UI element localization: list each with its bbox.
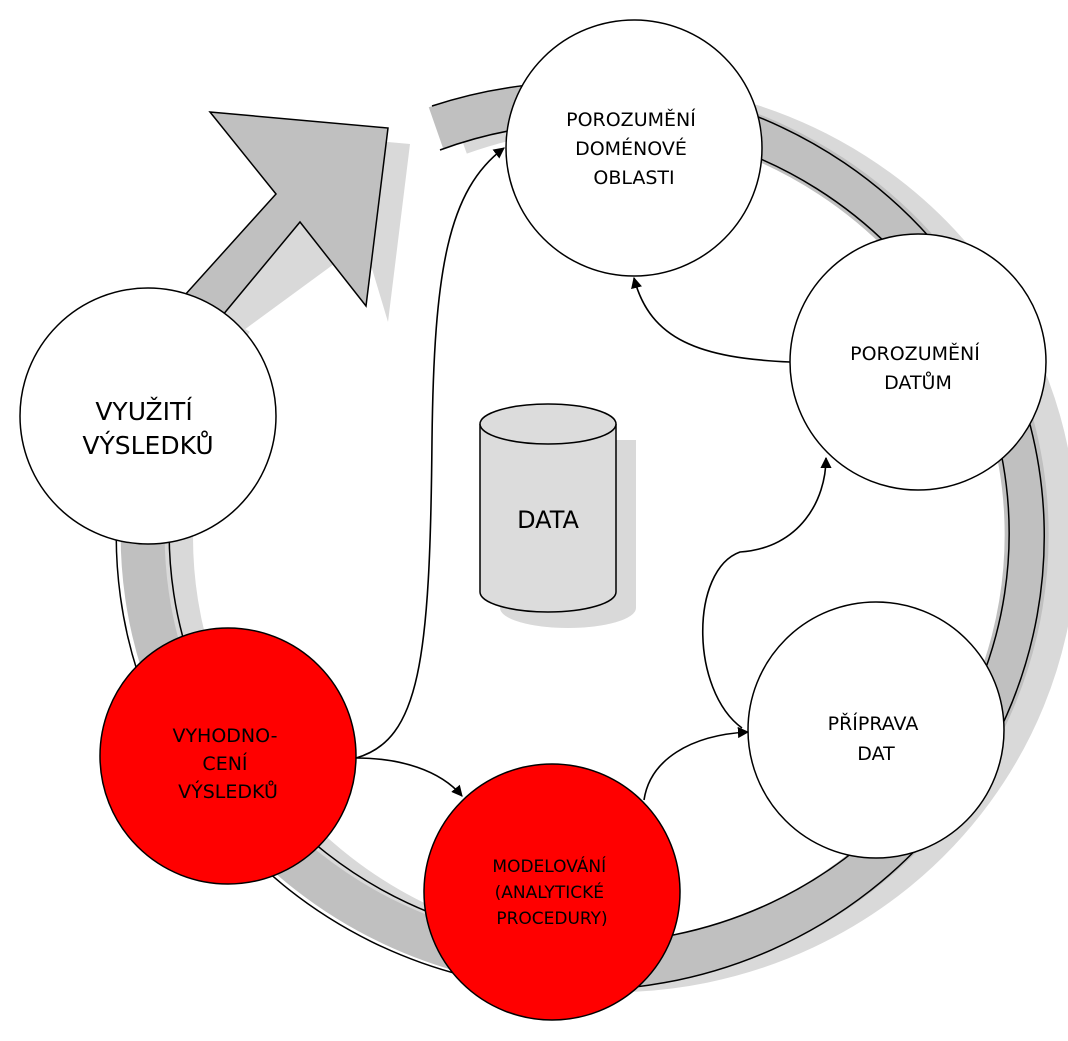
svg-text:POROZUMĚNÍ DOMÉNOVÉ: POROZUMĚNÍ DOMÉNOVÉ OBLASTI bbox=[566, 108, 702, 189]
svg-text:VYUŽITÍ VÝSLEDKŮ: VYUŽITÍ VÝSLEDKŮ bbox=[82, 397, 213, 460]
stage-label-line: CENÍ bbox=[202, 752, 247, 775]
stage-label-line: VYHODNO- bbox=[172, 725, 277, 747]
stage-data-understanding: POROZUMĚNÍ DATŮM bbox=[789, 233, 1047, 491]
stage-modeling: MODELOVÁNÍ (ANALYTICKÉ PROCEDURY) bbox=[423, 763, 681, 1021]
stage-label-line: (ANALYTICKÉ bbox=[495, 881, 604, 903]
stage-label-line: PŘÍPRAVA bbox=[828, 712, 919, 735]
data-store-label: DATA bbox=[517, 506, 579, 534]
stage-label-line: DATŮM bbox=[884, 370, 952, 394]
svg-text:VYHODNO- CENÍ VÝSL: VYHODNO- CENÍ VÝSLEDKŮ bbox=[172, 725, 283, 803]
arrow-data-to-domain bbox=[631, 276, 791, 363]
stage-label-line: VÝSLEDKŮ bbox=[82, 430, 213, 460]
stage-label-line: POROZUMĚNÍ bbox=[566, 108, 696, 131]
stage-circle bbox=[505, 19, 763, 277]
stage-circle bbox=[19, 287, 277, 545]
stage-circle bbox=[99, 627, 357, 885]
arrow-evaluation-to-domain bbox=[355, 147, 505, 759]
stage-circle bbox=[789, 233, 1047, 491]
arrow-evaluation-to-modeling bbox=[355, 757, 463, 797]
svg-text:MODELOVÁNÍ (ANALYTICKÉ: MODELOVÁNÍ (ANALYTICKÉ PROCEDURY) bbox=[492, 855, 611, 929]
stage-label-line: VYUŽITÍ bbox=[95, 397, 192, 426]
svg-text:PŘÍPRAVA DAT: PŘÍPRAVA DAT bbox=[828, 712, 925, 765]
svg-text:POROZUMĚNÍ DATŮM: POROZUMĚNÍ DATŮM bbox=[850, 342, 986, 394]
stage-label-line: DOMÉNOVÉ bbox=[575, 137, 687, 160]
stage-label-line: POROZUMĚNÍ bbox=[850, 342, 980, 365]
stage-circle bbox=[423, 763, 681, 1021]
stage-deployment: VYUŽITÍ VÝSLEDKŮ bbox=[19, 287, 277, 545]
stage-evaluation: VYHODNO- CENÍ VÝSLEDKŮ bbox=[99, 627, 357, 885]
stage-circle bbox=[747, 601, 1005, 859]
stage-label-line: OBLASTI bbox=[593, 167, 674, 189]
arrow-preparation-to-data bbox=[701, 456, 832, 729]
stage-data-preparation: PŘÍPRAVA DAT bbox=[747, 601, 1005, 859]
arrow-modeling-to-preparation bbox=[643, 726, 750, 801]
database-cylinder-icon bbox=[479, 403, 636, 628]
flow-arrows bbox=[355, 147, 832, 801]
stage-label-line: VÝSLEDKŮ bbox=[178, 779, 278, 803]
stage-label-line: PROCEDURY) bbox=[496, 909, 607, 929]
data-store: DATA bbox=[479, 403, 636, 628]
stage-label-line: MODELOVÁNÍ bbox=[492, 855, 606, 877]
stage-domain-understanding: POROZUMĚNÍ DOMÉNOVÉ OBLASTI bbox=[505, 19, 763, 277]
stage-label-line: DAT bbox=[857, 743, 895, 765]
deployment-arrow bbox=[182, 111, 410, 330]
